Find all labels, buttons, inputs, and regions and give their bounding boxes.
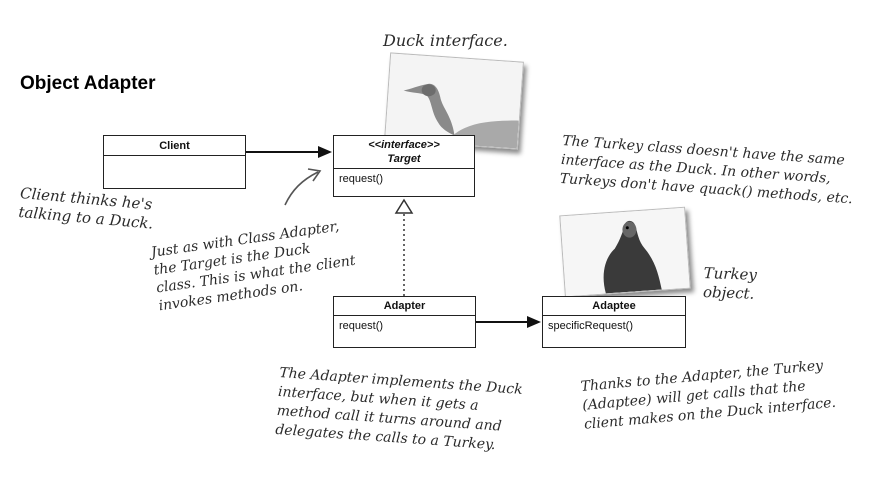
target-stereotype: <<interface>>	[368, 139, 440, 151]
note-pointer-arrow	[284, 171, 319, 206]
realization-triangle	[394, 198, 414, 214]
adapter-class: Adapter request()	[333, 296, 476, 348]
adapter-adaptee-arrowhead	[527, 316, 541, 328]
adaptee-class: Adaptee specificRequest()	[542, 296, 686, 348]
adapter-class-name: Adapter	[334, 297, 475, 316]
turkey-icon	[560, 207, 690, 297]
adapter-method: request()	[339, 320, 384, 332]
turkey-photo	[559, 206, 691, 298]
adaptee-method: specificRequest()	[548, 320, 633, 332]
diagram-title: Object Adapter	[20, 73, 156, 94]
target-interface: <<interface>> Target request()	[333, 135, 475, 197]
note-turkey-object: Turkey object.	[703, 264, 758, 304]
note-line: Turkey	[703, 264, 758, 284]
target-method: request()	[339, 173, 384, 185]
duck-icon	[385, 53, 523, 149]
note-line: object.	[702, 282, 755, 303]
target-header: <<interface>> Target	[334, 136, 474, 169]
note-duck-interface: Duck interface.	[383, 31, 508, 50]
target-name: Target	[387, 153, 421, 165]
client-target-arrowhead	[318, 146, 332, 158]
client-class: Client	[103, 135, 246, 189]
duck-photo	[384, 52, 524, 150]
adaptee-class-name: Adaptee	[543, 297, 685, 316]
client-class-name: Client	[104, 136, 245, 156]
